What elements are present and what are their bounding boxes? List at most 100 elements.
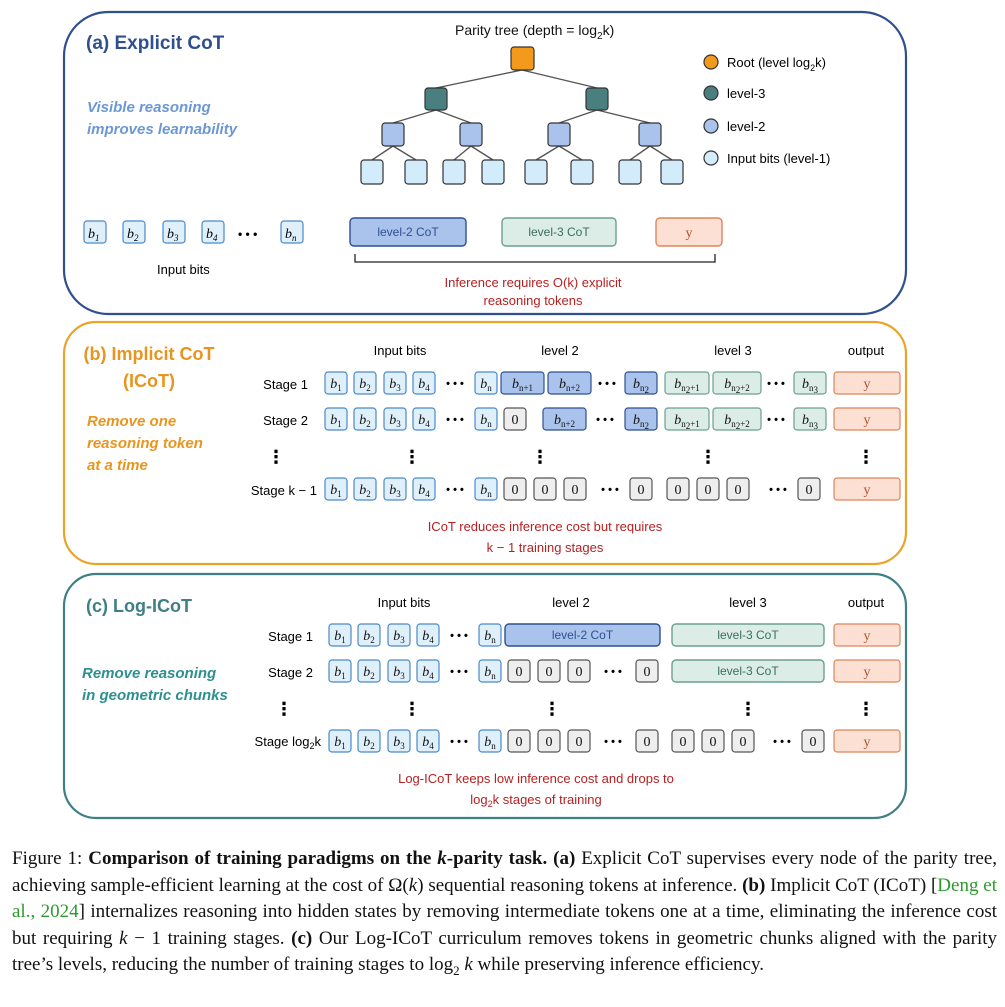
svg-text:b2: b2 — [363, 665, 375, 681]
panel-b: (b) Implicit CoT (ICoT) Remove one reaso… — [62, 320, 908, 566]
panel-c-stage-log: Stage log2k — [255, 734, 322, 751]
tree-level2-node — [381, 122, 405, 147]
legend-level3-label: level-3 — [727, 86, 765, 101]
bit-token: bn — [280, 220, 304, 244]
input-bits-label: Input bits — [157, 262, 210, 277]
zero-token: 0 — [726, 477, 750, 501]
zero-token: 0 — [567, 729, 591, 753]
svg-text:y: y — [864, 735, 871, 750]
caption-text-b: Implicit CoT (ICoT) [ — [765, 874, 938, 896]
output-y-label: y — [686, 226, 693, 241]
level3-token: bn3 — [793, 371, 827, 395]
zero-token: 0 — [567, 659, 591, 683]
ellipsis-dots: • • • — [604, 666, 622, 678]
bit-token: b3 — [383, 371, 407, 395]
svg-text:b3: b3 — [389, 413, 401, 429]
bit-token: bn — [478, 659, 502, 683]
svg-text:bn: bn — [285, 227, 297, 243]
panel-c-stage-1: Stage 1 — [268, 629, 313, 644]
bit-token: b3 — [383, 477, 407, 501]
svg-text:0: 0 — [576, 665, 583, 680]
tree-title: Parity tree (depth = log2k) — [455, 22, 614, 42]
svg-text:b4: b4 — [418, 483, 430, 499]
caption-text-a: Explicit CoT supervises every node of th… — [12, 848, 998, 896]
zero-token: 0 — [629, 477, 653, 501]
bit-token: b4 — [416, 623, 440, 647]
svg-text:b3: b3 — [389, 483, 401, 499]
vdots: ⋮ — [857, 447, 875, 467]
vdots: ⋮ — [403, 447, 421, 467]
svg-text:y: y — [864, 413, 871, 428]
panel-b-col-output: output — [848, 343, 885, 358]
panel-b-tagline-1: Remove one — [87, 413, 176, 430]
svg-text:level-3 CoT: level-3 CoT — [717, 628, 779, 642]
svg-text:bn: bn — [484, 665, 496, 681]
panel-b-stage-1: Stage 1 — [263, 377, 308, 392]
input-node-icon — [703, 150, 719, 166]
level2-token: bn+2 — [542, 407, 587, 431]
ellipsis-dots: • • • — [596, 414, 614, 426]
svg-text:0: 0 — [546, 735, 553, 750]
zero-token: 0 — [537, 729, 561, 753]
panel-c-stage-2: Stage 2 — [268, 665, 313, 680]
svg-text:0: 0 — [705, 483, 712, 498]
level3-token: bn2+1 — [664, 407, 710, 431]
zero-token: 0 — [507, 659, 531, 683]
panel-c-col-input: Input bits — [378, 595, 431, 610]
caption-figure-label: Figure 1: — [12, 848, 89, 869]
zero-token: 0 — [503, 477, 527, 501]
svg-text:y: y — [864, 665, 871, 680]
output-y-token: y — [833, 659, 901, 683]
zero-token: 0 — [635, 659, 659, 683]
ellipsis-dots: • • • — [604, 736, 622, 748]
tree-root-node — [510, 46, 535, 71]
bit-token: bn — [474, 371, 498, 395]
ellipsis-dots: • • • — [769, 484, 787, 496]
level3-node-icon — [703, 85, 719, 101]
zero-token: 0 — [537, 659, 561, 683]
ellipsis-dots: • • • — [450, 666, 468, 678]
tree-legend: Root (level log2k) level-3 level-2 Input… — [703, 54, 830, 166]
level3-token: bn2+2 — [712, 371, 762, 395]
svg-text:b2: b2 — [127, 227, 139, 243]
svg-text:bn: bn — [480, 377, 492, 393]
svg-text:b4: b4 — [418, 413, 430, 429]
svg-text:bn: bn — [480, 413, 492, 429]
svg-text:level-3 CoT: level-3 CoT — [717, 664, 779, 678]
zero-token: 0 — [701, 729, 725, 753]
panel-b-col-level3: level 3 — [714, 343, 752, 358]
svg-text:0: 0 — [516, 665, 523, 680]
tree-edges — [371, 69, 673, 161]
level3-cot-label: level-3 CoT — [528, 225, 590, 239]
vdots: ⋮ — [543, 699, 561, 719]
output-y-token: y — [833, 729, 901, 753]
panel-c-col-level3: level 3 — [729, 595, 767, 610]
caption-title: Comparison of training paradigms on the … — [88, 848, 548, 869]
svg-text:b4: b4 — [422, 629, 434, 645]
citation-link[interactable]: Deng et al., 2024 — [12, 874, 997, 923]
zero-token: 0 — [507, 729, 531, 753]
svg-text:bn2+1: bn2+1 — [674, 413, 700, 431]
svg-text:b3: b3 — [393, 629, 405, 645]
svg-text:0: 0 — [576, 735, 583, 750]
level2-cot-token — [349, 217, 467, 247]
bit-token: b1 — [328, 623, 352, 647]
svg-text:b4: b4 — [422, 665, 434, 681]
bit-token: b2 — [357, 659, 381, 683]
panel-b-stage-k: Stage k − 1 — [251, 483, 317, 498]
tree-level2-node — [459, 122, 483, 147]
panel-a-input-bits: b1 b2 b3 b4 • • • bn Input bits — [83, 220, 304, 277]
svg-text:bn2: bn2 — [633, 413, 649, 431]
zero-token: 0 — [797, 477, 821, 501]
zero-token: 0 — [533, 477, 557, 501]
panel-c-title: (c) Log-ICoT — [86, 596, 192, 616]
bit-token: b3 — [383, 407, 407, 431]
svg-text:b2: b2 — [363, 735, 375, 751]
ellipsis-dots: • • • — [446, 378, 464, 390]
bit-token: bn — [478, 623, 502, 647]
svg-text:b3: b3 — [393, 735, 405, 751]
output-y-token: y — [833, 371, 901, 395]
svg-text:b1: b1 — [334, 629, 346, 645]
